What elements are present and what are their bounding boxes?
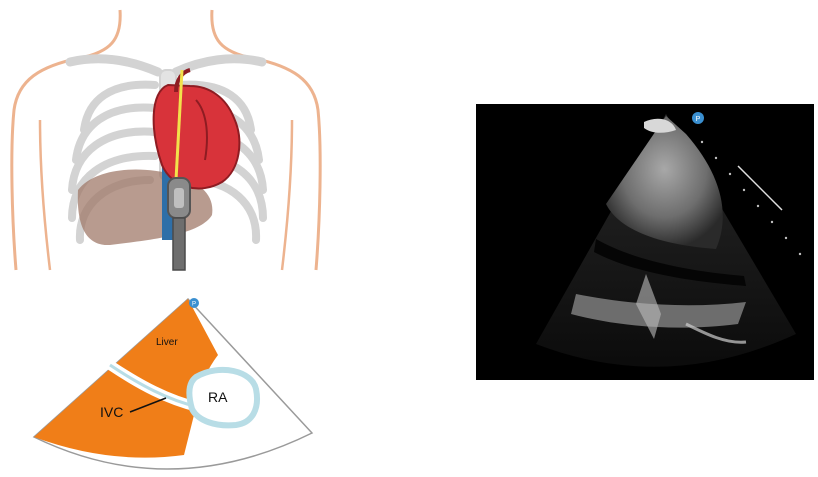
echo-probe-marker-label: P bbox=[696, 116, 701, 123]
ivc-label: IVC bbox=[100, 404, 123, 420]
subcostal-view-diagram: P Liver IVC RA bbox=[20, 285, 320, 477]
liver-label: Liver bbox=[156, 337, 178, 348]
probe-marker-label: P bbox=[192, 302, 196, 308]
torso-illustration bbox=[0, 0, 340, 285]
ultrasound-image: P bbox=[476, 104, 814, 380]
ra-label: RA bbox=[208, 389, 228, 405]
